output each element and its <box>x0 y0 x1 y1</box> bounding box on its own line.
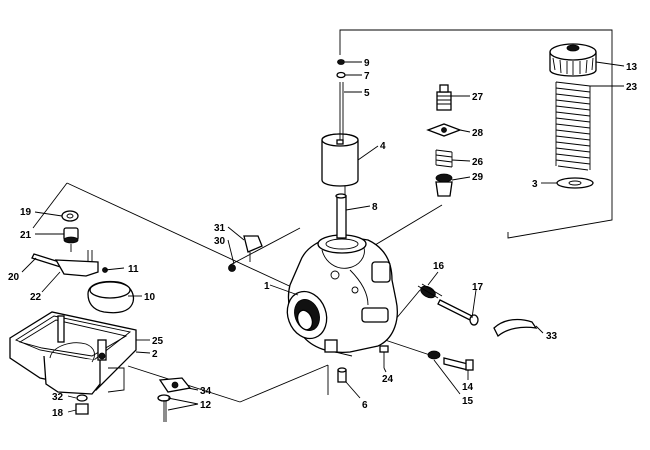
callout-7: 7 <box>364 71 370 82</box>
callout-6: 6 <box>362 400 368 411</box>
callout-19: 19 <box>20 207 32 218</box>
callout-29: 29 <box>472 172 484 183</box>
top-cap-assembly <box>549 43 597 189</box>
callout-5: 5 <box>364 88 370 99</box>
callout-14: 14 <box>462 382 474 393</box>
callout-31: 31 <box>214 223 226 234</box>
callout-22: 22 <box>30 292 42 303</box>
callout-13: 13 <box>626 62 638 73</box>
callout-1: 1 <box>264 281 270 292</box>
callout-25: 25 <box>152 336 164 347</box>
callout-11: 11 <box>128 264 139 275</box>
callout-12: 12 <box>200 400 212 411</box>
float-bowl-assembly <box>9 311 137 415</box>
callout-30: 30 <box>214 236 226 247</box>
callout-33: 33 <box>546 331 558 342</box>
callout-labels: 9 7 5 4 8 27 28 26 29 13 23 3 19 21 20 2… <box>8 58 638 419</box>
callout-34: 34 <box>200 386 212 397</box>
callout-20: 20 <box>8 272 20 283</box>
starter-assembly <box>426 84 462 197</box>
small-parts <box>157 235 538 422</box>
callout-15: 15 <box>462 396 474 407</box>
callout-27: 27 <box>472 92 484 103</box>
callout-4: 4 <box>380 141 386 152</box>
callout-32: 32 <box>52 392 64 403</box>
callout-18: 18 <box>52 408 64 419</box>
callout-2: 2 <box>152 349 158 360</box>
callout-16: 16 <box>433 261 445 272</box>
callout-17: 17 <box>472 282 484 293</box>
callout-8: 8 <box>372 202 378 213</box>
float-assembly <box>31 210 135 314</box>
throttle-valve-assembly <box>321 59 359 239</box>
callout-10: 10 <box>144 292 156 303</box>
leader-lines <box>21 61 625 413</box>
callout-3: 3 <box>532 179 538 190</box>
callout-28: 28 <box>472 128 484 139</box>
callout-24: 24 <box>382 374 394 385</box>
callout-9: 9 <box>364 58 370 69</box>
callout-21: 21 <box>20 230 32 241</box>
carburetor-body <box>286 234 398 357</box>
callout-26: 26 <box>472 157 484 168</box>
callout-23: 23 <box>626 82 638 93</box>
